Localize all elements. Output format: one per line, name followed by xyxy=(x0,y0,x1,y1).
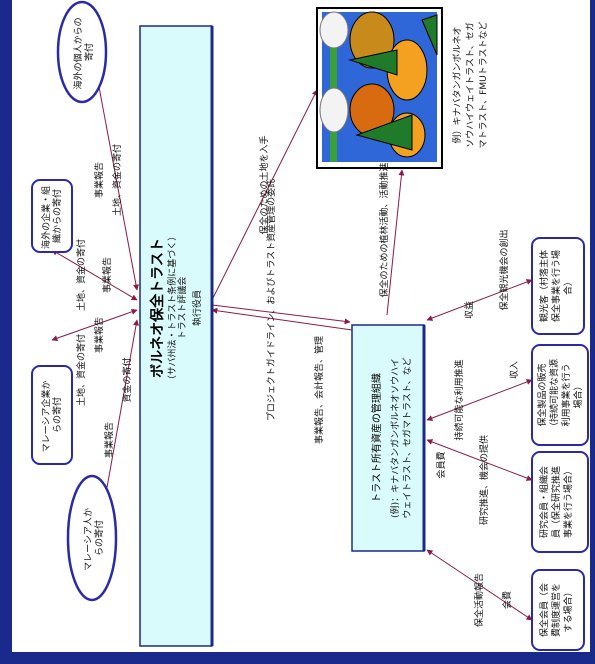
donor-overseas-individual: 海外の個人からの 寄付 xyxy=(56,0,108,104)
activity-label: （持続可能な資源 xyxy=(548,359,560,431)
activity-label: 研究会員・組織会 xyxy=(538,466,550,538)
edge-labels: 事業報告 土地、資金の寄付 土地、資金の寄付 事業報告 土地、資金の寄付 事業報… xyxy=(75,135,520,627)
activity-label: 保全事業を行う場 xyxy=(550,250,562,322)
trust-box: ボルネオ保全トラスト （サバ州法・トラスト条例に基づく） トラスト評議会 執行役… xyxy=(139,25,214,647)
forest-illustration xyxy=(316,7,443,169)
edge-label: 保全観光機会の創出 xyxy=(498,229,510,310)
activity-label: 事業を行う場合） xyxy=(562,466,574,538)
edge-label: 土地、資金の寄付 xyxy=(111,144,123,216)
activity-label: 費制度運営を xyxy=(550,583,562,637)
arrow-conservation xyxy=(426,549,533,621)
edge-label: 保全活動報告 xyxy=(473,573,485,627)
edge-label: 研究推進、機会の提供 xyxy=(478,435,490,525)
trust-title: ボルネオ保全トラスト xyxy=(149,238,166,378)
donor-label: 海外の個人からの xyxy=(72,17,84,89)
donor-label: マレーシア人か xyxy=(83,508,94,571)
activity-product-sales: 保全製品の販売 （持続可能な資源 利用事業を行う 場合） xyxy=(531,344,589,446)
forest-caption: ソウハイウェイトラスト、セガ xyxy=(465,22,476,147)
edge-label: 事業報告 xyxy=(93,317,105,353)
diagram-canvas: 海外の個人からの 寄付 海外の企業・組 織からの寄付 マレーシア企業か らの寄付 xyxy=(12,0,590,652)
activity-ecotourism: 観光客（村落主体 保全事業を行う場 合） xyxy=(531,237,585,335)
edge-label: 事業報告 xyxy=(93,162,105,198)
arrow-mgmt-report xyxy=(211,307,353,331)
arrow-products xyxy=(426,379,533,421)
edge-label: 事業報告 xyxy=(103,422,115,458)
donor-label: 織からの寄付 xyxy=(51,189,63,243)
forest-caption: マトラスト、FMUトラストなど xyxy=(478,22,489,149)
edge-label: 保全のための土地を入手 xyxy=(258,135,270,234)
arrow-land xyxy=(211,89,318,301)
donor-malaysia-company: マレーシア企業か らの寄付 xyxy=(31,365,73,465)
edge-label: 保全のための植林活動、活動推進 xyxy=(378,162,390,297)
activity-label: 保全製品の販売 xyxy=(536,363,548,426)
mgmt-example: (例)：キナバタンガンボルネオソウハイ xyxy=(389,358,401,518)
activity-label: する場合） xyxy=(562,587,574,632)
donor-overseas-company: 海外の企業・組 織からの寄付 xyxy=(31,179,73,253)
activity-conservation-member: 保全会員（会 費制度運営を する場合） xyxy=(531,569,585,651)
mgmt-title: トラスト所有資産の管理組織 xyxy=(370,373,383,503)
edge-label: 会員費 xyxy=(435,451,447,478)
edge-label: 土地、資金の寄付 xyxy=(75,239,87,311)
donor-label: 寄付 xyxy=(83,43,95,61)
svg-text:マレーシア企業か らの寄付: マレーシア企業か らの寄付 xyxy=(40,378,63,453)
arrow-ecotourism xyxy=(426,279,533,321)
trust-exec: 執行役員 xyxy=(191,290,203,326)
trust-council: トラスト評議会 xyxy=(176,277,188,340)
edge-label: 事業報告 xyxy=(101,257,113,293)
mgmt-box: トラスト所有資産の管理組織 (例)：キナバタンガンボルネオソウハイ ウェイトラス… xyxy=(351,324,426,552)
mgmt-example: ウェイトラスト、セガマトラスト、など xyxy=(402,357,413,518)
svg-text:海外の個人からの 寄付: 海外の個人からの 寄付 xyxy=(72,15,95,90)
arrow-overseas-company xyxy=(51,249,138,301)
arrow-research xyxy=(426,439,533,481)
edge-label: プロジェクトガイドライン、およびトラスト資産管理の委託 xyxy=(265,179,277,421)
arrow-afforest xyxy=(386,169,405,316)
activity-label: 場合） xyxy=(572,381,584,408)
donor-label: らの寄付 xyxy=(51,397,63,433)
edge-label: 土地、資金の寄付 xyxy=(75,334,87,406)
activity-label: 員（保全研究推進 xyxy=(550,466,562,538)
svg-text:マレーシア人か らの寄付: マレーシア人か らの寄付 xyxy=(83,505,105,571)
activity-research-member: 研究会員・組織会 員（保全研究推進 事業を行う場合） xyxy=(531,451,589,553)
donor-label: らの寄付 xyxy=(93,520,105,556)
diagram-svg: 海外の個人からの 寄付 海外の企業・組 織からの寄付 マレーシア企業か らの寄付 xyxy=(31,0,589,651)
donor-label: 海外の企業・組 xyxy=(40,186,52,249)
activity-label: 利用事業を行う xyxy=(560,363,572,426)
edge-label: 事業報告、会計報告、管理 xyxy=(313,336,325,444)
trust-subtitle: （サバ州法・トラスト条例に基づく） xyxy=(166,232,178,384)
edge-label: 資金の寄付 xyxy=(121,357,133,402)
edge-label: 会費 xyxy=(501,591,513,609)
donor-label: マレーシア企業か xyxy=(40,381,52,453)
forest-caption: 例）キナバタンガンボルネオ xyxy=(451,26,463,143)
activity-label: 保全会員（会 xyxy=(538,583,550,637)
arrow-guideline xyxy=(211,304,351,325)
edge-label: 収入 xyxy=(508,361,520,379)
donor-malaysia-individual: マレーシア人か らの寄付 xyxy=(66,474,118,602)
activity-label: 観光客（村落主体 xyxy=(538,250,550,322)
edge-label: 持続可能な利用推進 xyxy=(453,359,465,440)
activity-label: 合） xyxy=(562,277,574,295)
edge-label: 収益 xyxy=(463,301,475,319)
svg-text:海外の企業・組 織からの寄付: 海外の企業・組 織からの寄付 xyxy=(40,183,63,249)
